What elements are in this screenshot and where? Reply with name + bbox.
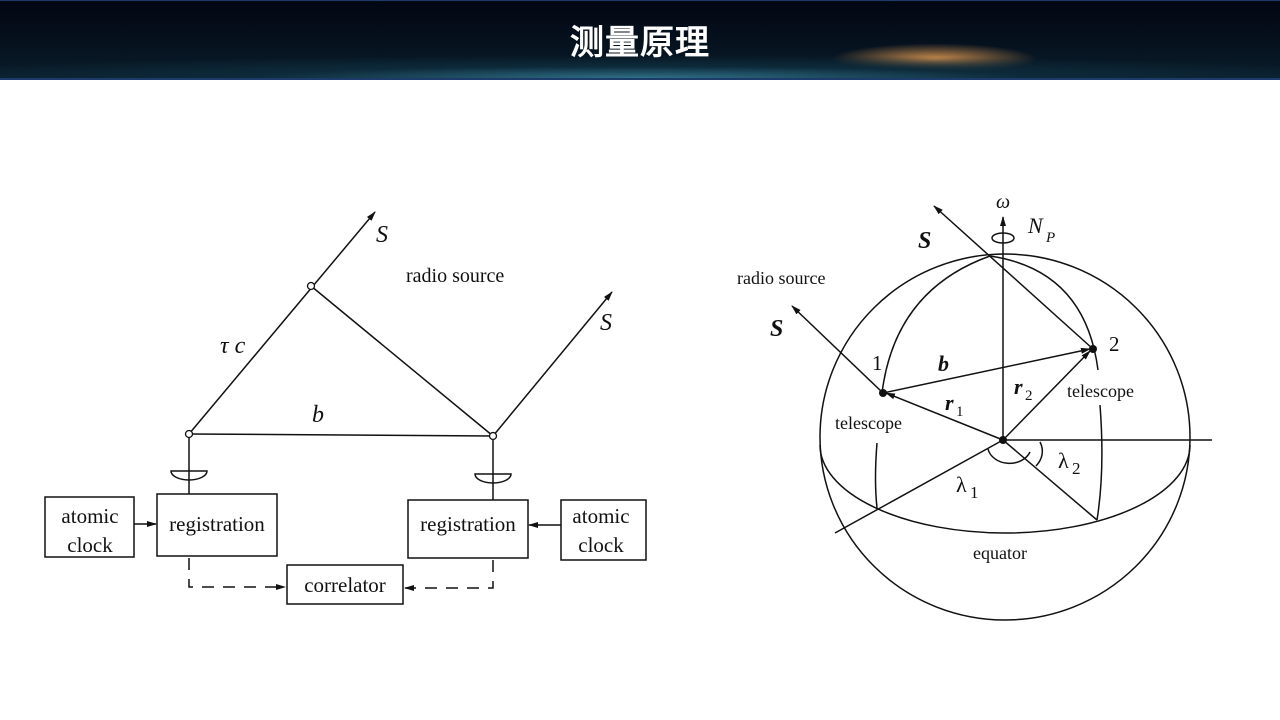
equator-ellipse bbox=[819, 444, 1191, 534]
r2-vector bbox=[1002, 350, 1091, 441]
svg-text:S: S bbox=[376, 222, 388, 248]
meridian-1-upper bbox=[881, 255, 991, 394]
svg-text:τ c: τ c bbox=[220, 333, 246, 359]
registration-left-box bbox=[156, 493, 278, 557]
atomic-clock-left-box bbox=[44, 496, 135, 558]
svg-text:S: S bbox=[600, 310, 612, 336]
svg-text:b: b bbox=[312, 402, 324, 428]
meridian-1-lower bbox=[874, 442, 878, 509]
svg-text:r: r bbox=[945, 390, 954, 415]
vlbi-principle-diagram: atomic clock registration registration a… bbox=[44, 211, 647, 605]
earth-geometry-diagram: ω N P S S radio source 1 2 b r 1 r 2 tel… bbox=[737, 191, 1212, 621]
wavefront-line bbox=[310, 285, 494, 437]
slide-title: 测量原理 bbox=[570, 23, 710, 63]
svg-text:1: 1 bbox=[970, 483, 979, 502]
svg-text:telescope: telescope bbox=[835, 413, 902, 433]
svg-text:1: 1 bbox=[872, 351, 883, 375]
svg-text:correlator: correlator bbox=[304, 573, 386, 597]
baseline-line bbox=[188, 433, 494, 437]
svg-text:atomic: atomic bbox=[572, 504, 629, 528]
svg-text:registration: registration bbox=[420, 512, 516, 536]
svg-text:ω: ω bbox=[996, 191, 1010, 213]
registration-right-box bbox=[407, 499, 529, 559]
svg-text:S: S bbox=[918, 228, 931, 254]
svg-text:radio source: radio source bbox=[406, 265, 504, 287]
r1-vector bbox=[885, 392, 1004, 441]
svg-text:1: 1 bbox=[956, 404, 964, 420]
signal-ray-left bbox=[188, 211, 376, 435]
svg-text:radio source: radio source bbox=[737, 268, 825, 288]
svg-text:telescope: telescope bbox=[1067, 381, 1134, 401]
svg-text:b: b bbox=[938, 351, 949, 376]
atomic-clock-right-box bbox=[560, 499, 647, 561]
svg-text:λ: λ bbox=[1058, 448, 1069, 473]
earth-sphere bbox=[819, 253, 1191, 621]
svg-text:S: S bbox=[770, 316, 783, 342]
source-direction-2 bbox=[933, 205, 1094, 350]
antenna-dish-right-icon bbox=[474, 473, 512, 484]
meridian-2-lower bbox=[1096, 404, 1103, 521]
svg-text:2: 2 bbox=[1025, 388, 1033, 404]
meridian-2-upper bbox=[989, 255, 1099, 371]
slide-header: 测量原理 bbox=[0, 0, 1280, 80]
antenna-dish-left-icon bbox=[170, 470, 208, 481]
svg-text:clock: clock bbox=[67, 533, 113, 557]
svg-text:r: r bbox=[1014, 374, 1023, 399]
svg-text:N: N bbox=[1027, 213, 1044, 238]
svg-text:λ: λ bbox=[956, 472, 967, 497]
signal-ray-right bbox=[492, 291, 613, 437]
correlator-box bbox=[286, 564, 404, 605]
svg-text:registration: registration bbox=[169, 512, 265, 536]
source-direction-1 bbox=[791, 305, 884, 394]
baseline-vector bbox=[882, 347, 1091, 394]
svg-text:equator: equator bbox=[973, 543, 1027, 563]
svg-text:P: P bbox=[1045, 230, 1055, 246]
svg-text:clock: clock bbox=[578, 533, 624, 557]
svg-text:atomic: atomic bbox=[61, 504, 118, 528]
svg-text:2: 2 bbox=[1072, 459, 1081, 478]
svg-text:2: 2 bbox=[1109, 332, 1120, 356]
